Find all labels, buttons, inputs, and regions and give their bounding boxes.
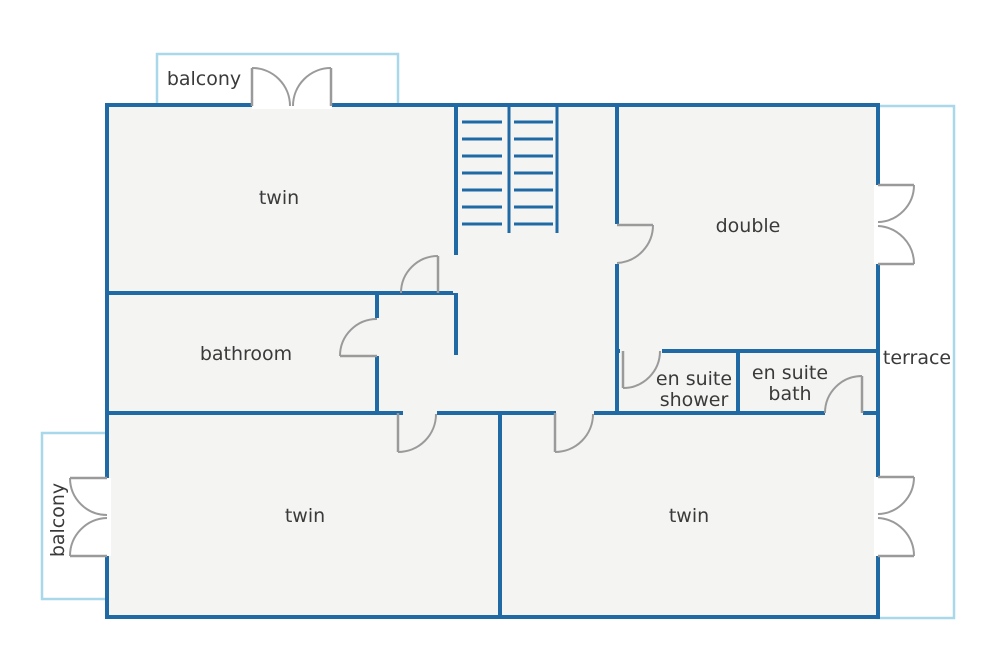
door-icon: [621, 350, 661, 389]
room-label-bathroom: bathroom: [200, 343, 292, 365]
outdoor-label-balcony-top: balcony: [167, 68, 241, 90]
exterior-walls: [105, 103, 880, 619]
door-icon: [553, 413, 594, 453]
door-icon: [877, 475, 916, 558]
balcony-left-area: [40, 431, 110, 601]
staircase: [462, 105, 559, 233]
room-label-ensuite-shower-2: shower: [660, 389, 729, 411]
terrace-area: [875, 104, 956, 620]
door-icon: [339, 318, 378, 358]
room-label-twin-bottom-left: twin: [285, 505, 325, 527]
door-icon: [69, 476, 108, 558]
door-icon: [250, 67, 333, 107]
door-icon: [877, 183, 916, 266]
room-label-twin-bottom-right: twin: [669, 505, 709, 527]
room-label-ensuite-bath-2: bath: [768, 383, 811, 405]
door-icon: [400, 255, 440, 294]
exterior-openings: [103, 101, 882, 556]
room-label-ensuite-shower-1: en suite: [656, 368, 732, 390]
room-label-double: double: [716, 215, 781, 237]
door-openings: [373, 224, 863, 417]
door-icons: [69, 67, 916, 558]
door-icon: [824, 375, 864, 414]
door-icon: [396, 413, 437, 453]
outdoor-label-balcony-left: balcony: [47, 483, 69, 557]
balcony-top-area: [155, 52, 400, 108]
room-label-ensuite-bath-1: en suite: [752, 362, 828, 384]
room-label-twin-top: twin: [259, 187, 299, 209]
outdoor-label-terrace: terrace: [883, 347, 951, 369]
door-icon: [616, 223, 655, 264]
